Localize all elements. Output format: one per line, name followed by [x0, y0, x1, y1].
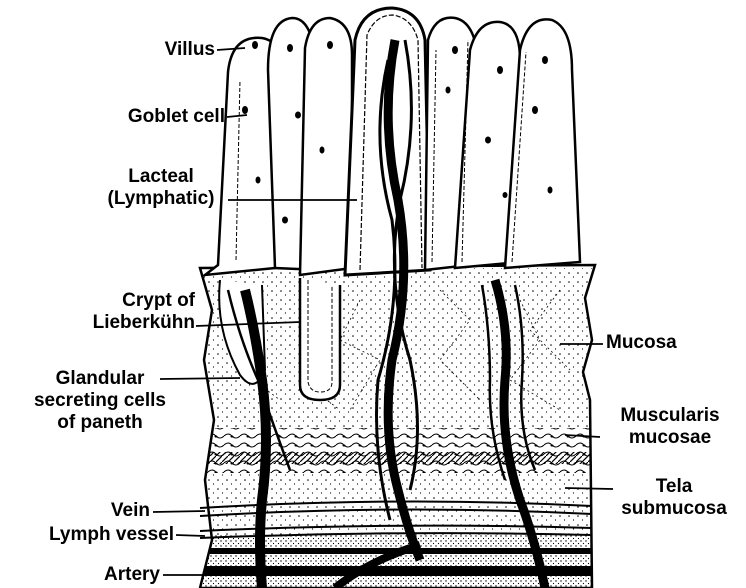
- label-glandular-line3: of paneth: [2, 412, 198, 434]
- label-tela: Tela submucosa: [604, 476, 744, 520]
- leader-lymph-vessel: [176, 535, 205, 536]
- label-glandular: Glandular secreting cells of paneth: [2, 368, 198, 434]
- label-lacteal-line1: Lacteal: [96, 166, 226, 188]
- leader-vein: [153, 511, 205, 512]
- label-goblet-cell: Goblet cell: [40, 106, 225, 128]
- label-lacteal-line2: (Lymphatic): [96, 188, 226, 210]
- label-crypt: Crypt of Lieberkühn: [20, 290, 195, 334]
- label-glandular-line1: Glandular: [2, 368, 198, 390]
- label-muscularis-line2: mucosae: [596, 427, 744, 449]
- label-vein: Vein: [60, 500, 150, 522]
- label-lacteal: Lacteal (Lymphatic): [96, 166, 226, 210]
- label-crypt-line1: Crypt of: [20, 290, 195, 312]
- label-tela-line2: submucosa: [604, 498, 744, 520]
- label-lymph-vessel: Lymph vessel: [0, 524, 174, 546]
- label-tela-line1: Tela: [604, 476, 744, 498]
- label-crypt-line2: Lieberkühn: [20, 312, 195, 334]
- label-glandular-line2: secreting cells: [2, 390, 198, 412]
- label-mucosa: Mucosa: [606, 332, 726, 354]
- label-muscularis: Muscularis mucosae: [596, 405, 744, 449]
- label-artery: Artery: [60, 564, 160, 586]
- label-villus: Villus: [100, 39, 215, 61]
- label-muscularis-line1: Muscularis: [596, 405, 744, 427]
